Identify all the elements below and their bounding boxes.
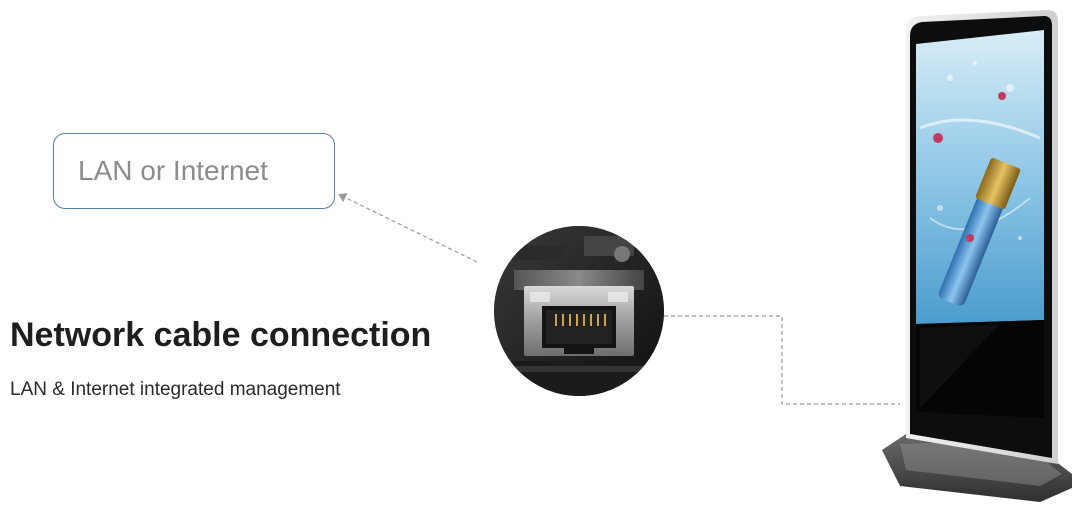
lan-or-internet-box: LAN or Internet	[53, 133, 335, 209]
rj45-port-icon	[494, 226, 664, 396]
digital-signage-kiosk-icon	[880, 8, 1073, 503]
headline: Network cable connection	[10, 316, 432, 354]
lan-box-label: LAN or Internet	[78, 155, 268, 186]
dashed-arrow-to-lan	[338, 193, 478, 263]
dashed-line-to-kiosk	[664, 315, 900, 405]
subline: LAN & Internet integrated management	[10, 379, 341, 400]
